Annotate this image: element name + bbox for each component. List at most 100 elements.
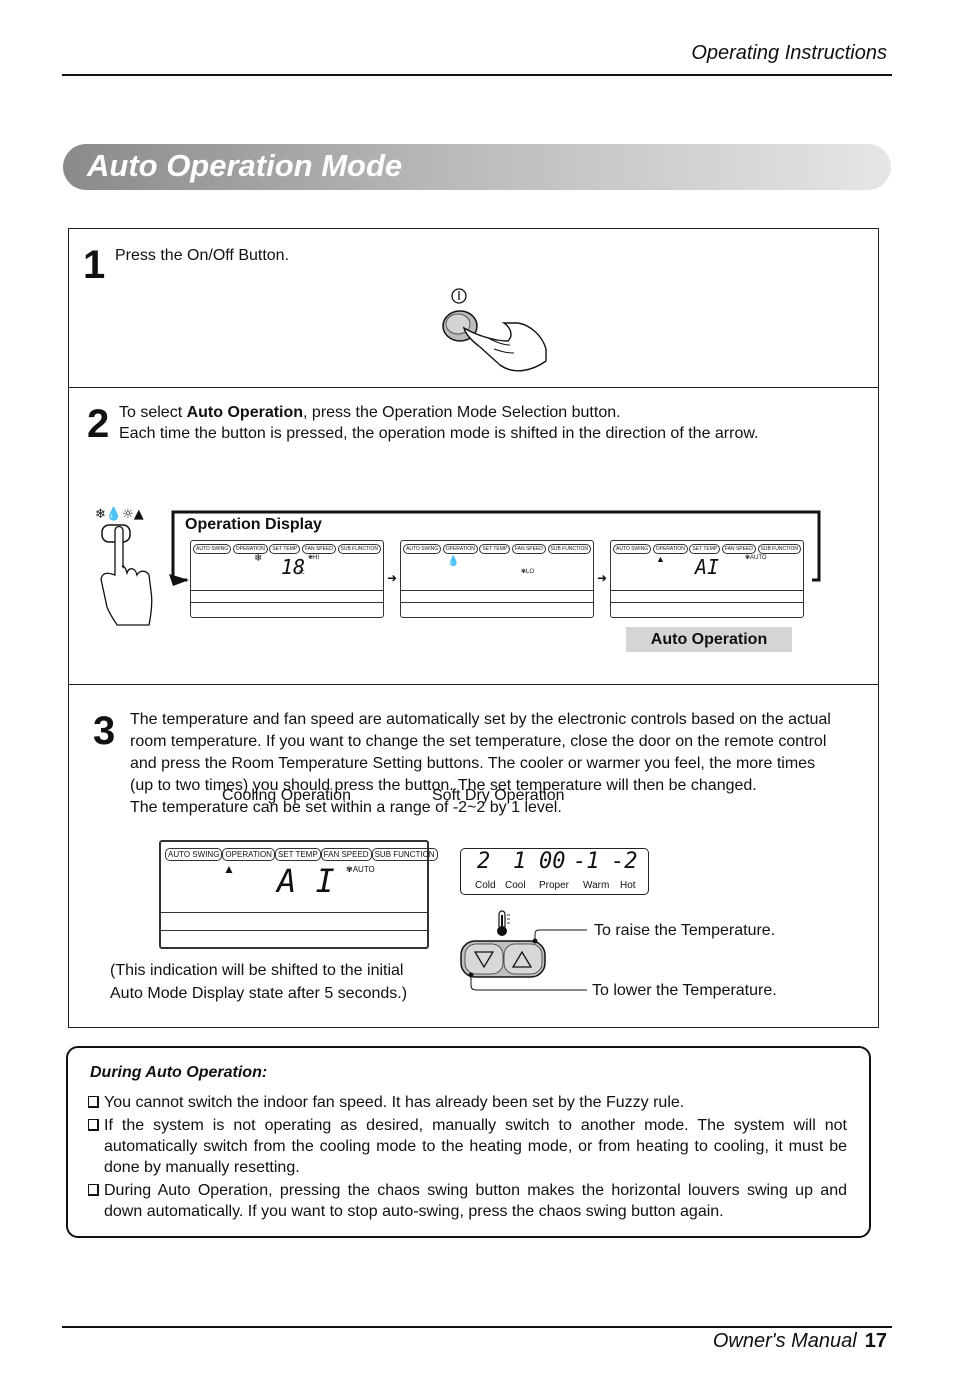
pill-sub-function: SUB FUNCTION: [371, 848, 438, 861]
pill-sub-function: SUB FUNCTION: [757, 544, 801, 554]
lcd-fan-label: HI: [313, 555, 320, 561]
scale-label: Proper: [539, 880, 570, 891]
step-3-paragraph: The temperature and fan speed are automa…: [130, 709, 860, 819]
lcd-pills: AUTO SWING OPERATION SET TEMP FAN SPEED …: [193, 544, 381, 554]
lcd-auto-large: AUTO SWING OPERATION SET TEMP FAN SPEED …: [159, 840, 438, 949]
scale-value: 00: [539, 849, 566, 874]
pill-fan-speed: FAN SPEED: [320, 848, 372, 861]
step-number: 2: [87, 402, 110, 446]
step-2-line-2: Each time the button is pressed, the ope…: [119, 425, 759, 442]
checkbox-bullet-icon: [88, 1119, 99, 1131]
lcd-pills: AUTO SWING OPERATION SET TEMP FAN SPEED …: [165, 848, 438, 861]
fan-icon: ✾LO: [521, 569, 535, 575]
step-3-line: The temperature and fan speed are automa…: [130, 711, 831, 728]
mode-button-press-icon: ❄💧☼▲: [95, 506, 153, 626]
droplet-icon: 💧: [447, 556, 460, 567]
scale-label: Cool: [505, 880, 526, 891]
snowflake-icon: ❄: [254, 553, 263, 564]
header-title: Operating Instructions: [691, 42, 887, 64]
lcd-digits: AI: [695, 555, 720, 579]
note-text: During Auto Operation, pressing the chao…: [104, 1182, 847, 1220]
step-number: 1: [83, 243, 106, 287]
fan-icon: ✾AUTO: [745, 555, 767, 561]
footer-label: Owner's Manual: [712, 1330, 857, 1352]
step-2-suffix: , press the Operation Mode Selection but…: [303, 404, 621, 421]
pill-operation: OPERATION: [442, 544, 478, 554]
temperature-scale-display: 2 1 00 -1 -2 Cold Cool Proper Warm Hot: [460, 848, 649, 895]
raise-temperature-label: To raise the Temperature.: [594, 922, 776, 939]
note-item: You cannot switch the indoor fan speed. …: [88, 1092, 847, 1113]
pill-set-temp: SET TEMP: [479, 544, 511, 554]
svg-text:❄💧☼▲: ❄💧☼▲: [95, 506, 144, 522]
pill-operation: OPERATION: [222, 848, 275, 861]
checkbox-bullet-icon: [88, 1184, 99, 1196]
scale-label: Hot: [620, 880, 636, 891]
pill-set-temp: SET TEMP: [274, 848, 321, 861]
auto-operation-notes: During Auto Operation: You cannot switch…: [66, 1046, 871, 1238]
pill-auto-swing: AUTO SWING: [403, 544, 442, 554]
step-2-bold: Auto Operation: [186, 404, 304, 421]
step-2: 2 To select Auto Operation, press the Op…: [69, 388, 878, 804]
pill-operation: OPERATION: [652, 544, 688, 554]
auto-mode-icon: ▲: [656, 554, 665, 564]
scale-value: 2: [477, 849, 491, 874]
fan-icon: ✾AUTO: [346, 865, 375, 874]
cycle-arrow-icon: [169, 510, 821, 586]
scale-label: Warm: [583, 880, 610, 891]
operation-display-title: Operation Display: [185, 516, 322, 533]
lcd-auto: AUTO SWING OPERATION SET TEMP FAN SPEED …: [610, 540, 804, 618]
auto-reset-note: (This indication will be shifted to the …: [110, 959, 407, 1005]
auto-mode-icon: ▲: [223, 862, 235, 876]
checkbox-bullet-icon: [88, 1096, 99, 1108]
step-3-line: room temperature. If you want to change …: [130, 733, 827, 750]
pill-operation: OPERATION: [232, 544, 268, 554]
pill-set-temp: SET TEMP: [689, 544, 721, 554]
lcd-fan-label: LO: [526, 569, 535, 575]
lcd-fan-label: AUTO: [750, 555, 767, 561]
auto-reset-note-line: (This indication will be shifted to the …: [110, 962, 404, 979]
arrow-right-icon: ➜: [597, 571, 608, 585]
note-text: You cannot switch the indoor fan speed. …: [104, 1094, 685, 1111]
note-item: During Auto Operation, pressing the chao…: [88, 1180, 847, 1222]
steps-panel: 1 Press the On/Off Button. 2 To select A…: [68, 228, 879, 1028]
step-3-line: (up to two times) you should press the b…: [130, 777, 757, 794]
step-number: 3: [93, 709, 116, 753]
note-text: If the system is not operating as desire…: [104, 1117, 847, 1176]
header-divider: [62, 74, 892, 76]
pill-auto-swing: AUTO SWING: [613, 544, 652, 554]
lower-temperature-label: To lower the Temperature.: [592, 982, 777, 999]
cooling-operation-label: Cooling Operation: [222, 787, 351, 804]
notes-title: During Auto Operation:: [90, 1064, 268, 1081]
pill-fan-speed: FAN SPEED: [721, 544, 756, 554]
pill-sub-function: SUB FUNCTION: [337, 544, 381, 554]
note-item: If the system is not operating as desire…: [88, 1115, 847, 1178]
auto-operation-label: Auto Operation: [626, 627, 792, 652]
lcd-cooling: AUTO SWING OPERATION SET TEMP FAN SPEED …: [190, 540, 384, 618]
step-2-prefix: To select: [119, 404, 187, 421]
lcd-digits: A I: [277, 862, 335, 900]
arrow-right-icon: ➜: [387, 571, 398, 585]
pill-set-temp: SET TEMP: [269, 544, 301, 554]
pill-sub-function: SUB FUNCTION: [547, 544, 591, 554]
scale-value: -1: [573, 849, 600, 874]
footer-divider: [62, 1326, 892, 1328]
scale-label: Cold: [475, 880, 496, 891]
lcd-unit: °C: [299, 570, 305, 576]
lcd-fan-label: AUTO: [352, 865, 375, 874]
scale-value: 1: [513, 849, 527, 874]
scale-value: -2: [611, 849, 638, 874]
step-1: 1 Press the On/Off Button.: [69, 229, 878, 388]
on-off-button-press-icon: [442, 288, 547, 372]
section-banner: Auto Operation Mode: [63, 144, 891, 190]
lcd-pills: AUTO SWING OPERATION SET TEMP FAN SPEED …: [403, 544, 591, 554]
pill-auto-swing: AUTO SWING: [165, 848, 223, 861]
soft-dry-operation-label: Soft Dry Operation: [432, 787, 565, 804]
lcd-soft-dry: AUTO SWING OPERATION SET TEMP FAN SPEED …: [400, 540, 594, 618]
pill-fan-speed: FAN SPEED: [511, 544, 546, 554]
pill-auto-swing: AUTO SWING: [193, 544, 232, 554]
step-2-line-1: To select Auto Operation, press the Oper…: [119, 402, 621, 423]
step-3-line: The temperature can be set within a rang…: [130, 799, 562, 816]
pill-fan-speed: FAN SPEED: [301, 544, 336, 554]
fan-icon: ✾HI: [308, 555, 320, 561]
